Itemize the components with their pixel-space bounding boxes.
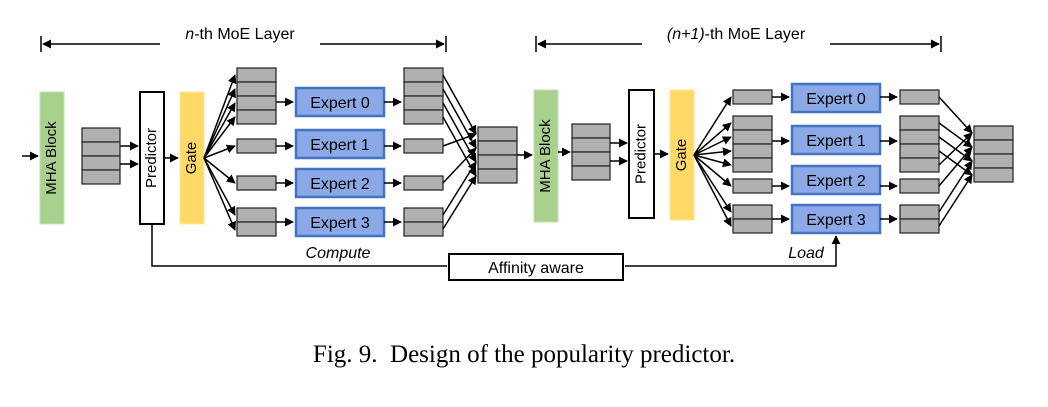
- svg-text:Gate: Gate: [673, 139, 690, 172]
- layer2-header: (n+1)-th MoE Layer: [535, 22, 942, 52]
- svg-text:Predictor: Predictor: [143, 128, 160, 188]
- layer1-title: n-th MoE Layer: [185, 26, 295, 43]
- combine-stack-2: [973, 125, 1014, 183]
- combine-1-fanin: [442, 74, 477, 230]
- gate-2: Gate: [669, 89, 695, 221]
- combine-stack-1: [477, 126, 518, 184]
- combine-2-fanin: [938, 96, 973, 227]
- gate-2-fanout: [693, 96, 732, 227]
- expert-inputs-1: [236, 67, 277, 237]
- expert-2-layer2: Expert 2: [790, 164, 882, 196]
- mha-block-1: MHA Block: [39, 91, 65, 225]
- svg-text:Affinity aware: Affinity aware: [488, 260, 584, 277]
- layer1-header: n-th MoE Layer: [40, 22, 447, 52]
- expert-2-layer1: Expert 2: [294, 167, 386, 199]
- expert-outputs-1: [403, 67, 444, 237]
- predictor-1: Predictor: [139, 91, 165, 225]
- gate-1: Gate: [179, 91, 205, 225]
- svg-text:Expert 1: Expert 1: [310, 137, 370, 154]
- expert-0-layer2: Expert 0: [790, 82, 882, 114]
- expert-1-layer1: Expert 1: [294, 128, 386, 160]
- expert-inputs-2: [732, 89, 773, 234]
- gate-1-fanout: [203, 74, 237, 231]
- mha-block-2: MHA Block: [533, 89, 559, 223]
- svg-text:Expert 3: Expert 3: [806, 212, 866, 229]
- svg-text:Predictor: Predictor: [632, 124, 649, 184]
- svg-text:MHA Block: MHA Block: [43, 121, 60, 195]
- affinity-aware-box: Affinity aware: [448, 253, 624, 281]
- expert-0-layer1: Expert 0: [294, 86, 386, 118]
- svg-text:Expert 2: Expert 2: [310, 176, 370, 193]
- affinity-path: [151, 224, 841, 267]
- svg-text:MHA Block: MHA Block: [537, 119, 554, 193]
- token-stack: [571, 123, 611, 181]
- predictor-2: Predictor: [628, 89, 655, 219]
- svg-text:Expert 2: Expert 2: [806, 173, 866, 190]
- svg-text:Expert 0: Expert 0: [806, 91, 866, 108]
- load-label: Load: [788, 245, 825, 262]
- expert-3-layer1: Expert 3: [294, 206, 386, 238]
- expert-3-layer2: Expert 3: [790, 203, 882, 235]
- expert-1-layer2: Expert 1: [790, 124, 882, 156]
- svg-text:Gate: Gate: [183, 142, 200, 175]
- figure-caption: Fig. 9. Design of the popularity predict…: [313, 341, 735, 368]
- layer2-title: (n+1)-th MoE Layer: [667, 26, 806, 43]
- expert-outputs-2: [899, 89, 940, 234]
- svg-text:Expert 1: Expert 1: [806, 133, 866, 150]
- svg-text:Expert 0: Expert 0: [310, 95, 370, 112]
- token-stack: [81, 127, 121, 185]
- compute-label: Compute: [306, 245, 371, 262]
- svg-text:Expert 3: Expert 3: [310, 215, 370, 232]
